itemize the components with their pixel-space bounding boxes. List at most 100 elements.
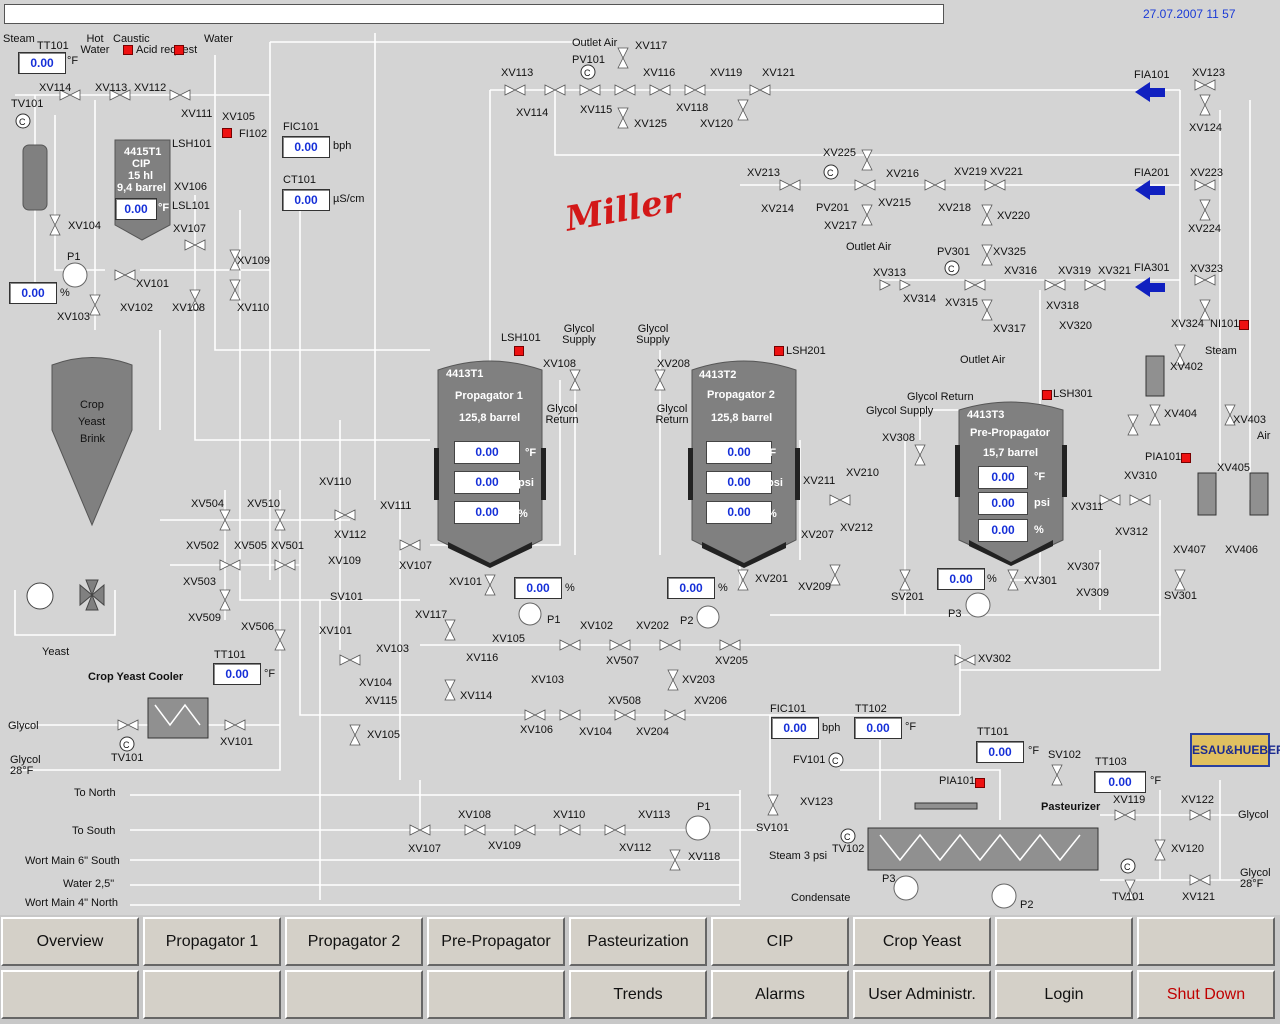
tag-xv501: XV501 xyxy=(271,540,305,552)
tag-xv125: XV125 xyxy=(634,118,668,130)
tag-to-south: To South xyxy=(72,825,116,837)
tag-xv316: XV316 xyxy=(1004,265,1038,277)
tag-hot-water: Hot Water xyxy=(80,33,110,56)
tag-p3-mid: P3 xyxy=(948,608,962,620)
cip-tank-unit: °F xyxy=(158,202,170,214)
tag-xv317: XV317 xyxy=(993,323,1027,335)
tag-xv107-bottom: XV107 xyxy=(408,843,442,855)
tag-xv111-mid: XV111 xyxy=(380,500,412,512)
nav-empty-button-3[interactable] xyxy=(1,970,139,1019)
nav-propagator2-button[interactable]: Propagator 2 xyxy=(285,917,423,966)
nav-login-button[interactable]: Login xyxy=(995,970,1133,1019)
tag-xv104-line: XV104 xyxy=(579,726,613,738)
tag-xv123-past: XV123 xyxy=(800,796,834,808)
nav-empty-button-2[interactable] xyxy=(1137,917,1275,966)
nav-overview-button[interactable]: Overview xyxy=(1,917,139,966)
pre-temp-value: 0.00 xyxy=(978,466,1028,489)
pia101-alarm-right xyxy=(1181,453,1191,463)
tt101-past-value: 0.00 xyxy=(976,741,1024,763)
tag-caustic: Caustic xyxy=(113,33,150,45)
ni101-alarm xyxy=(1239,320,1249,330)
prop2-level-value: 0.00 xyxy=(706,501,772,524)
tt102-unit: °F xyxy=(905,721,917,733)
nav-crop-yeast-button[interactable]: Crop Yeast xyxy=(853,917,991,966)
tag-tv102: TV102 xyxy=(832,843,865,855)
tag-xv119-top: XV119 xyxy=(710,67,743,79)
pre-id: 4413T3 xyxy=(967,409,1005,421)
svg-text:C: C xyxy=(948,264,955,274)
nav-empty-button-6[interactable] xyxy=(427,970,565,1019)
tag-xv406: XV406 xyxy=(1225,544,1259,556)
tag-xv324: XV324 xyxy=(1171,318,1205,330)
prop2-volume: 125,8 barrel xyxy=(711,412,773,424)
nav-prepropagator-button[interactable]: Pre-Propagator xyxy=(427,917,565,966)
cip-tank-id: 4415T1 xyxy=(124,146,162,158)
tag-xv113-top: XV113 xyxy=(501,67,534,79)
tag-xv508: XV508 xyxy=(608,695,642,707)
tag-xv318: XV318 xyxy=(1046,300,1080,312)
tag-water: Water xyxy=(204,33,233,45)
tag-xv301: XV301 xyxy=(1024,575,1058,587)
nav-empty-button-5[interactable] xyxy=(285,970,423,1019)
tag-glycol-return-p1: Glycol Return xyxy=(545,403,579,426)
tag-xv105-mid: XV105 xyxy=(367,729,401,741)
caustic-alarm xyxy=(123,45,133,55)
crop-l1: Crop xyxy=(80,399,104,411)
tag-xv120-top: XV120 xyxy=(700,118,734,130)
navigation-panel: Overview Propagator 1 Propagator 2 Pre-P… xyxy=(0,915,1280,1024)
tag-tt101-cooler: TT101 xyxy=(214,649,246,661)
pre-level-unit: % xyxy=(1034,524,1044,536)
nav-user-admin-button[interactable]: User Administr. xyxy=(853,970,991,1019)
tag-xv106-line: XV106 xyxy=(520,724,554,736)
nav-alarms-button[interactable]: Alarms xyxy=(711,970,849,1019)
tag-xv120-past: XV120 xyxy=(1171,843,1205,855)
nav-cip-button[interactable]: CIP xyxy=(711,917,849,966)
tag-yeast: Yeast xyxy=(42,646,70,658)
nav-pasteurization-button[interactable]: Pasteurization xyxy=(569,917,707,966)
tag-xv118-top: XV118 xyxy=(676,102,709,114)
nav-empty-button-1[interactable] xyxy=(995,917,1133,966)
cip-tank-vol2: 9,4 barrel xyxy=(117,182,166,194)
tag-xv108-p1: XV108 xyxy=(543,358,577,370)
lsh201-alarm xyxy=(774,346,784,356)
tag-xv111: XV111 xyxy=(181,108,213,120)
tag-xv509: XV509 xyxy=(188,612,222,624)
tag-xv213: XV213 xyxy=(747,167,781,179)
tag-xv208: XV208 xyxy=(657,358,691,370)
tag-xv205: XV205 xyxy=(715,655,749,667)
tag-xv321: XV321 xyxy=(1098,265,1132,277)
tag-xv106: XV106 xyxy=(174,181,208,193)
tag-glycol-return-p2: Glycol Return xyxy=(655,403,689,426)
tag-xv215: XV215 xyxy=(878,197,912,209)
prop1-temp-value: 0.00 xyxy=(454,441,520,464)
tag-xv319: XV319 xyxy=(1058,265,1092,277)
tag-xv203: XV203 xyxy=(682,674,716,686)
tag-xv314: XV314 xyxy=(903,293,937,305)
tag-sv201: SV201 xyxy=(891,591,925,603)
tag-xv206: XV206 xyxy=(694,695,728,707)
nav-propagator1-button[interactable]: Propagator 1 xyxy=(143,917,281,966)
tag-xv103-mid: XV103 xyxy=(376,643,410,655)
tag-xv320: XV320 xyxy=(1059,320,1093,332)
tag-xv101-mid: XV101 xyxy=(319,625,353,637)
nav-trends-button[interactable]: Trends xyxy=(569,970,707,1019)
svg-text:C: C xyxy=(1124,862,1131,872)
tag-tv101: TV101 xyxy=(11,98,44,110)
tag-glycol-right: Glycol xyxy=(1238,809,1269,821)
tag-fv101: FV101 xyxy=(793,754,826,766)
prop1-press-value: 0.00 xyxy=(454,471,520,494)
fic101-value: 0.00 xyxy=(282,136,330,158)
tag-lsh101-p1: LSH101 xyxy=(501,332,541,344)
tag-xv117-top: XV117 xyxy=(635,40,668,52)
pia101-alarm-past xyxy=(975,778,985,788)
tag-xv308: XV308 xyxy=(882,432,916,444)
tag-xv315: XV315 xyxy=(945,297,979,309)
tag-xv302: XV302 xyxy=(978,653,1012,665)
tag-pasteurizer: Pasteurizer xyxy=(1041,801,1101,813)
nav-shutdown-button[interactable]: Shut Down xyxy=(1137,970,1275,1019)
tag-outlet-air-1: Outlet Air xyxy=(572,37,618,49)
tag-tt103: TT103 xyxy=(1095,756,1127,768)
nav-empty-button-4[interactable] xyxy=(143,970,281,1019)
tag-xv402: XV402 xyxy=(1170,361,1204,373)
